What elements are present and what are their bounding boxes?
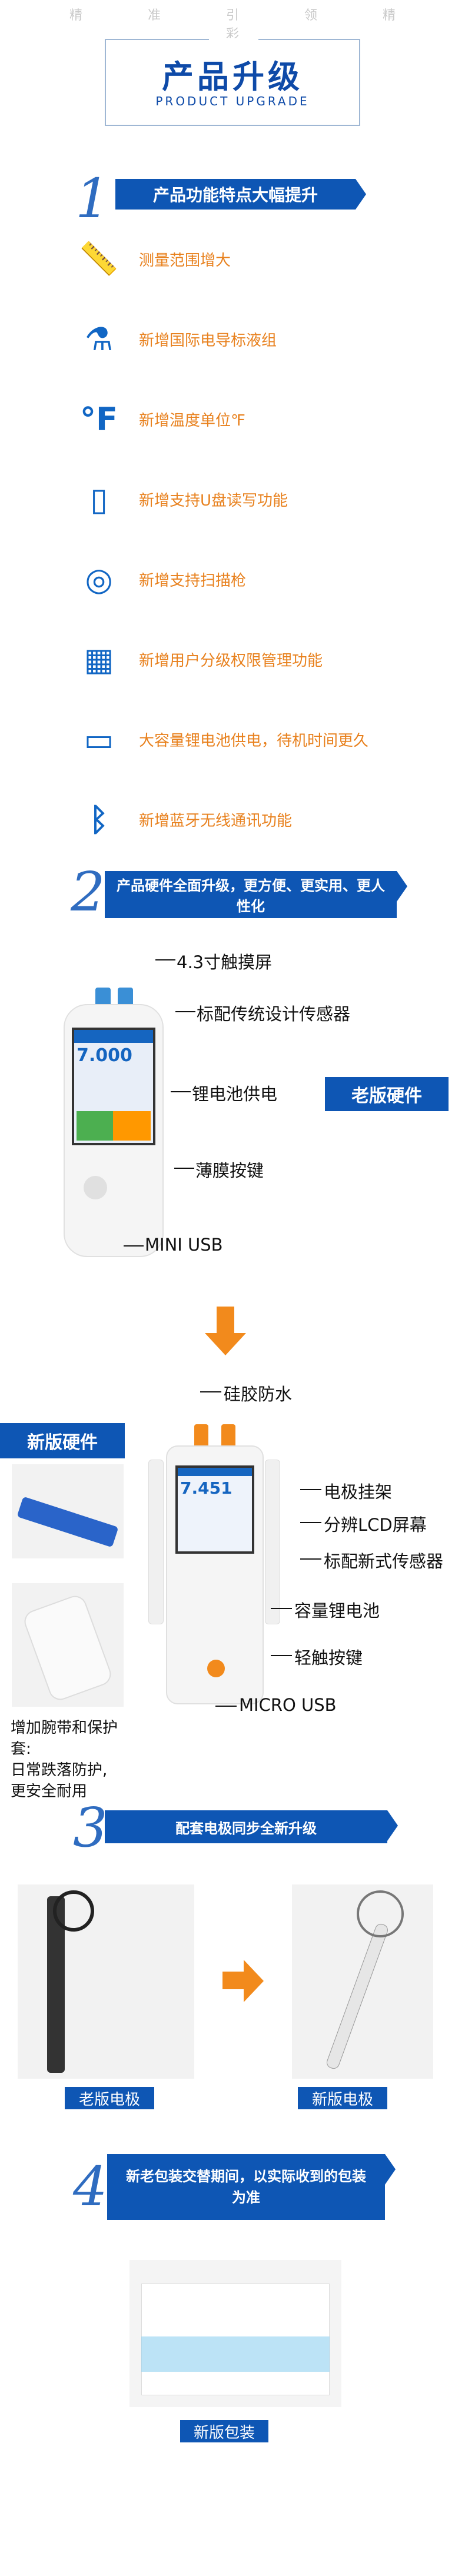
- old-callout: 4.3寸触摸屏: [177, 952, 273, 972]
- old-meter-button: [84, 1176, 107, 1199]
- fahrenheit-icon: °F: [80, 400, 118, 438]
- new-meter-reading: 7.451: [180, 1478, 232, 1498]
- new-hardware-tag: 新版硬件: [0, 1423, 125, 1458]
- callout-leader-line: [215, 1706, 237, 1707]
- old-callout: 锂电池供电: [192, 1084, 278, 1104]
- callout-leader-line: [271, 1608, 292, 1609]
- top-watermark: 精 准 引 领 精 彩: [69, 8, 426, 42]
- new-electrode-image: [292, 1884, 433, 2079]
- wristband-image: [12, 1464, 124, 1558]
- feature-text: 大容量锂电池供电，待机时间更久: [139, 732, 369, 750]
- old-meter-screen: 7.000: [72, 1028, 155, 1145]
- old-meter-image: 7.000: [64, 988, 164, 1258]
- new-callout: 硅胶防水: [224, 1384, 293, 1404]
- callout-leader-line: [155, 959, 175, 960]
- new-meter-screen: 7.451: [175, 1465, 254, 1554]
- battery-icon: ▭: [84, 720, 114, 758]
- new-package-image: [129, 2260, 341, 2407]
- protective-case-image: [12, 1583, 124, 1707]
- section-number-4: 4: [73, 2155, 108, 2218]
- callout-leader-line: [174, 1168, 194, 1169]
- bluetooth-icon: ᛒ: [89, 800, 109, 838]
- old-hardware-tag: 老版硬件: [325, 1077, 449, 1111]
- new-callout: 标配新式传感器: [324, 1551, 444, 1571]
- new-package-caption: 新版包装: [180, 2420, 268, 2442]
- section-number-1: 1: [75, 167, 110, 230]
- new-callout: 电极挂架: [324, 1482, 393, 1502]
- feature-text: 新增温度单位℉: [139, 412, 245, 430]
- section-2-title: 产品硬件全面升级，更方便、更实用、更人性化: [105, 871, 407, 918]
- callout-leader-line: [124, 1245, 144, 1247]
- feature-text: 新增国际电导标液组: [139, 332, 277, 350]
- section-number-3: 3: [73, 1796, 108, 1859]
- title-frame: [105, 38, 360, 126]
- new-meter-button: [207, 1660, 225, 1677]
- callout-leader-line: [171, 1091, 191, 1092]
- old-electrode-caption: 老版电极: [65, 2087, 154, 2109]
- section-3-title: 配套电极同步全新升级: [105, 1810, 398, 1843]
- feature-text: 新增蓝牙无线通讯功能: [139, 812, 293, 830]
- down-arrow-icon: [217, 1307, 234, 1336]
- accessory-description: 增加腕带和保护套: 日常跌落防护, 更安全耐用: [11, 1719, 118, 1800]
- old-meter-reading: 7.000: [77, 1045, 132, 1066]
- feature-text: 测量范围增大: [139, 252, 231, 270]
- old-callout: 薄膜按键: [195, 1161, 264, 1181]
- callout-leader-line: [300, 1558, 321, 1560]
- callout-leader-line: [175, 1011, 195, 1012]
- right-arrow-icon: [222, 1972, 246, 1989]
- section-4-title: 新老包装交替期间，以实际收到的包装为准: [107, 2154, 396, 2220]
- old-callout: MINI USB: [145, 1235, 223, 1255]
- down-arrow-head-icon: [205, 1333, 246, 1355]
- permission-grid-icon: ▦: [84, 640, 114, 678]
- new-callout: 容量锂电池: [294, 1601, 380, 1621]
- new-meter-image: 7.451: [147, 1424, 283, 1707]
- section-number-2: 2: [71, 860, 105, 923]
- page-subtitle: PRODUCT UPGRADE: [155, 94, 310, 108]
- callout-leader-line: [271, 1655, 292, 1656]
- callout-leader-line: [300, 1522, 321, 1523]
- scan-target-icon: ◎: [85, 560, 113, 598]
- callout-leader-line: [200, 1391, 221, 1392]
- flask-icon: ⚗: [84, 320, 114, 358]
- right-arrow-head-icon: [244, 1960, 264, 2002]
- old-callout: 标配传统设计传感器: [197, 1004, 351, 1024]
- feature-text: 新增用户分级权限管理功能: [139, 652, 323, 670]
- old-electrode-image: [18, 1884, 194, 2079]
- callout-leader-line: [300, 1489, 321, 1490]
- page-title: 产品升级: [162, 58, 303, 95]
- feature-text: 新增支持U盘读写功能: [139, 492, 288, 510]
- usb-drive-icon: ▯: [90, 480, 108, 518]
- section-1-title: 产品功能特点大幅提升: [115, 179, 366, 210]
- new-callout: 轻触按键: [294, 1648, 363, 1668]
- feature-text: 新增支持扫描枪: [139, 572, 247, 590]
- new-callout: 分辨LCD屏幕: [324, 1515, 427, 1535]
- ruler-icon: 📏: [79, 240, 119, 277]
- new-callout: MICRO USB: [239, 1695, 337, 1715]
- new-electrode-caption: 新版电极: [298, 2087, 387, 2109]
